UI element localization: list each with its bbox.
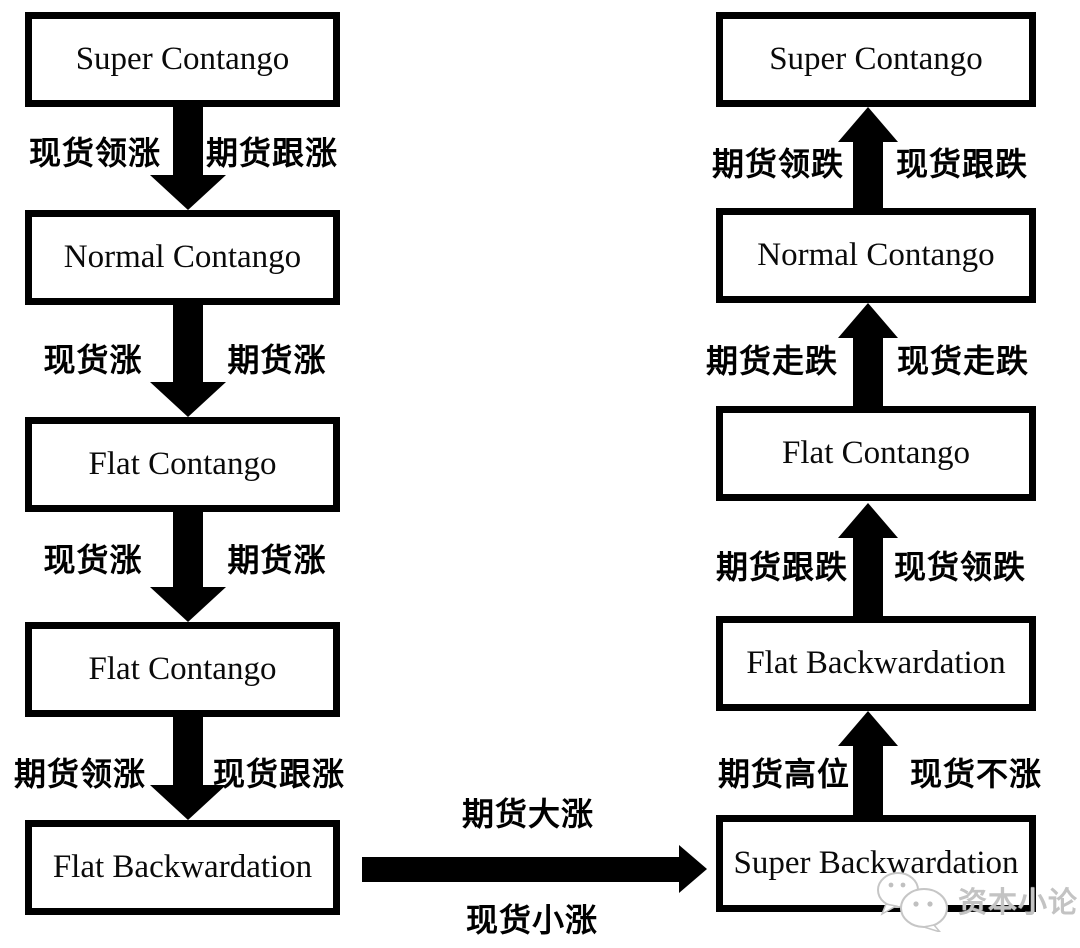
transition-label-left: 期货走跌 xyxy=(705,343,839,379)
transition-label-right: 期货涨 xyxy=(227,542,327,578)
arrow-head xyxy=(150,587,226,622)
arrow-shaft xyxy=(853,142,883,208)
arrow-head xyxy=(150,175,226,210)
state-box-label: Normal Contango xyxy=(63,239,302,275)
state-box-left-flat-contango-2: Flat Contango xyxy=(25,622,340,717)
transition-label-left: 现货领涨 xyxy=(28,135,162,171)
state-box-right-super-contango: Super Contango xyxy=(716,12,1036,107)
arrow-head xyxy=(838,303,898,338)
arrow-down-icon xyxy=(150,717,226,820)
arrow-shaft xyxy=(853,538,883,616)
transition-label-right: 现货跟涨 xyxy=(212,756,346,792)
state-box-label: Flat Backwardation xyxy=(746,645,1006,681)
state-box-right-super-backwardation: Super Backwardation xyxy=(716,815,1036,912)
transition-label-right: 期货跟涨 xyxy=(205,135,339,171)
transition-label-left: 期货跟跌 xyxy=(715,549,849,585)
arrow-head xyxy=(838,711,898,746)
state-box-right-flat-contango: Flat Contango xyxy=(716,406,1036,501)
transition-label-left: 现货涨 xyxy=(43,342,143,378)
arrow-right-icon xyxy=(362,845,707,893)
arrow-down-icon xyxy=(150,305,226,417)
arrow-shaft xyxy=(173,717,203,785)
transition-label-left: 期货领跌 xyxy=(711,146,845,182)
transition-label-right: 现货走跌 xyxy=(896,343,1030,379)
transition-label-left: 现货涨 xyxy=(43,542,143,578)
arrow-shaft xyxy=(362,856,679,882)
arrow-shaft xyxy=(173,107,203,175)
state-box-label: Super Contango xyxy=(75,41,290,77)
state-box-label: Flat Contango xyxy=(88,651,277,687)
state-box-left-flat-contango-1: Flat Contango xyxy=(25,417,340,512)
state-box-label: Flat Contango xyxy=(88,446,277,482)
arrow-head xyxy=(838,107,898,142)
wechat-icon xyxy=(877,872,948,932)
state-box-label: Super Backwardation xyxy=(733,845,1019,881)
watermark-text: 资本小论 xyxy=(958,887,1079,919)
transition-label-right: 现货跟跌 xyxy=(895,146,1029,182)
transition-label-right: 现货领跌 xyxy=(893,549,1027,585)
state-box-left-super-contango: Super Contango xyxy=(25,12,340,107)
arrow-up-icon xyxy=(838,303,898,406)
state-box-right-flat-backwardation: Flat Backwardation xyxy=(716,616,1036,711)
arrow-shaft xyxy=(173,512,203,587)
connector-label-top: 期货大涨 xyxy=(461,796,595,832)
connector-label-bottom: 现货小涨 xyxy=(465,902,599,938)
state-box-left-flat-backwardation: Flat Backwardation xyxy=(25,820,340,915)
transition-label-left: 期货高位 xyxy=(717,756,851,792)
arrow-head xyxy=(838,503,898,538)
state-box-label: Flat Contango xyxy=(782,435,970,471)
arrow-head xyxy=(150,382,226,417)
arrow-head xyxy=(679,845,707,893)
arrow-up-icon xyxy=(838,107,898,208)
arrow-shaft xyxy=(853,338,883,406)
state-box-label: Normal Contango xyxy=(757,237,995,273)
arrow-shaft xyxy=(853,746,883,815)
transition-label-left: 期货领涨 xyxy=(13,756,147,792)
arrow-down-icon xyxy=(150,512,226,622)
state-box-right-normal-contango: Normal Contango xyxy=(716,208,1036,303)
transition-label-right: 现货不涨 xyxy=(909,756,1043,792)
state-box-left-normal-contango: Normal Contango xyxy=(25,210,340,305)
arrow-shaft xyxy=(173,305,203,382)
state-box-label: Super Contango xyxy=(769,41,983,77)
watermark: 资本小论 xyxy=(872,868,1078,932)
state-box-label: Flat Backwardation xyxy=(52,849,313,885)
arrow-down-icon xyxy=(150,107,226,210)
arrow-up-icon xyxy=(838,503,898,616)
arrow-head xyxy=(150,785,226,820)
transition-label-right: 期货涨 xyxy=(227,342,327,378)
arrow-up-icon xyxy=(838,711,898,815)
